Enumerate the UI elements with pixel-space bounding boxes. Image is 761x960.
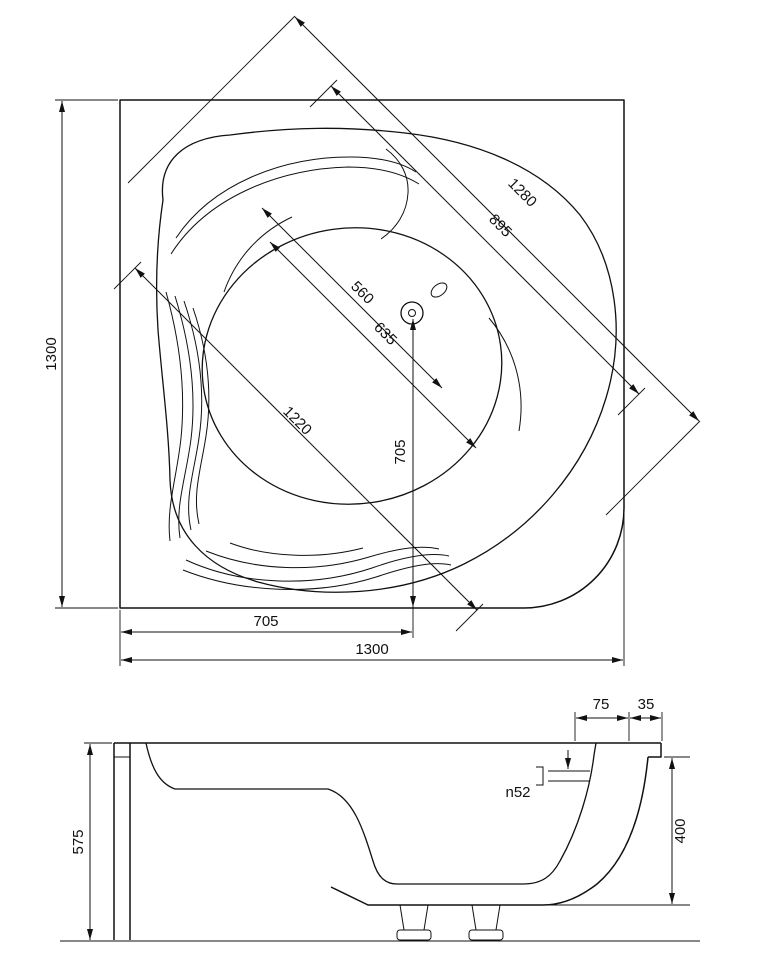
tub-interior-contour xyxy=(145,742,597,885)
armrest-contour xyxy=(488,317,522,432)
dim-label-1280: 1280 xyxy=(504,175,540,211)
dim-label-895: 895 xyxy=(485,211,515,241)
extension-line xyxy=(455,603,484,632)
drain-center xyxy=(408,309,416,317)
dim-label-705-vertical: 705 xyxy=(392,439,409,464)
tub-outer-outline xyxy=(119,99,625,609)
foot-pad xyxy=(468,929,504,941)
dim-label-1220: 1220 xyxy=(279,403,315,439)
dim-label-35: 35 xyxy=(638,696,655,713)
dim-label-400: 400 xyxy=(672,818,689,843)
dim-line-895 xyxy=(330,85,640,395)
dim-label-635: 635 xyxy=(370,319,400,349)
foot-stem xyxy=(399,904,429,931)
dim-label-1300-bottom: 1300 xyxy=(355,641,388,658)
foot-pad xyxy=(396,929,432,941)
extension-line xyxy=(605,420,701,516)
extension-line xyxy=(113,261,142,290)
dim-label-1300-left: 1300 xyxy=(43,337,60,370)
dim-label-n52: n52 xyxy=(505,784,530,801)
wave-line xyxy=(205,546,440,569)
drain-circle xyxy=(400,301,424,325)
tub-outer-wall xyxy=(330,756,649,906)
top-view: 1300 705 705 1300 1280 895 560 635 1220 xyxy=(43,15,701,666)
dim-label-575: 575 xyxy=(70,829,87,854)
extension-line xyxy=(309,79,338,108)
tub-rim-lip xyxy=(648,743,662,758)
dim-line-560 xyxy=(261,207,443,389)
dim-label-75: 75 xyxy=(593,696,610,713)
overflow-ellipse xyxy=(430,282,448,298)
overflow-bracket xyxy=(536,766,544,786)
wave-line xyxy=(229,542,364,556)
dim-label-560: 560 xyxy=(347,278,377,308)
extension-line xyxy=(127,15,296,184)
tub-inner-rim xyxy=(155,127,617,593)
dim-line-1220 xyxy=(134,267,478,611)
side-view: n52 575 400 75 35 xyxy=(60,696,700,942)
basin-outline xyxy=(201,227,503,505)
extension-line xyxy=(617,387,646,416)
wave-line xyxy=(174,295,194,539)
dim-label-705-bottom: 705 xyxy=(253,613,278,630)
foot-stem xyxy=(471,904,501,931)
